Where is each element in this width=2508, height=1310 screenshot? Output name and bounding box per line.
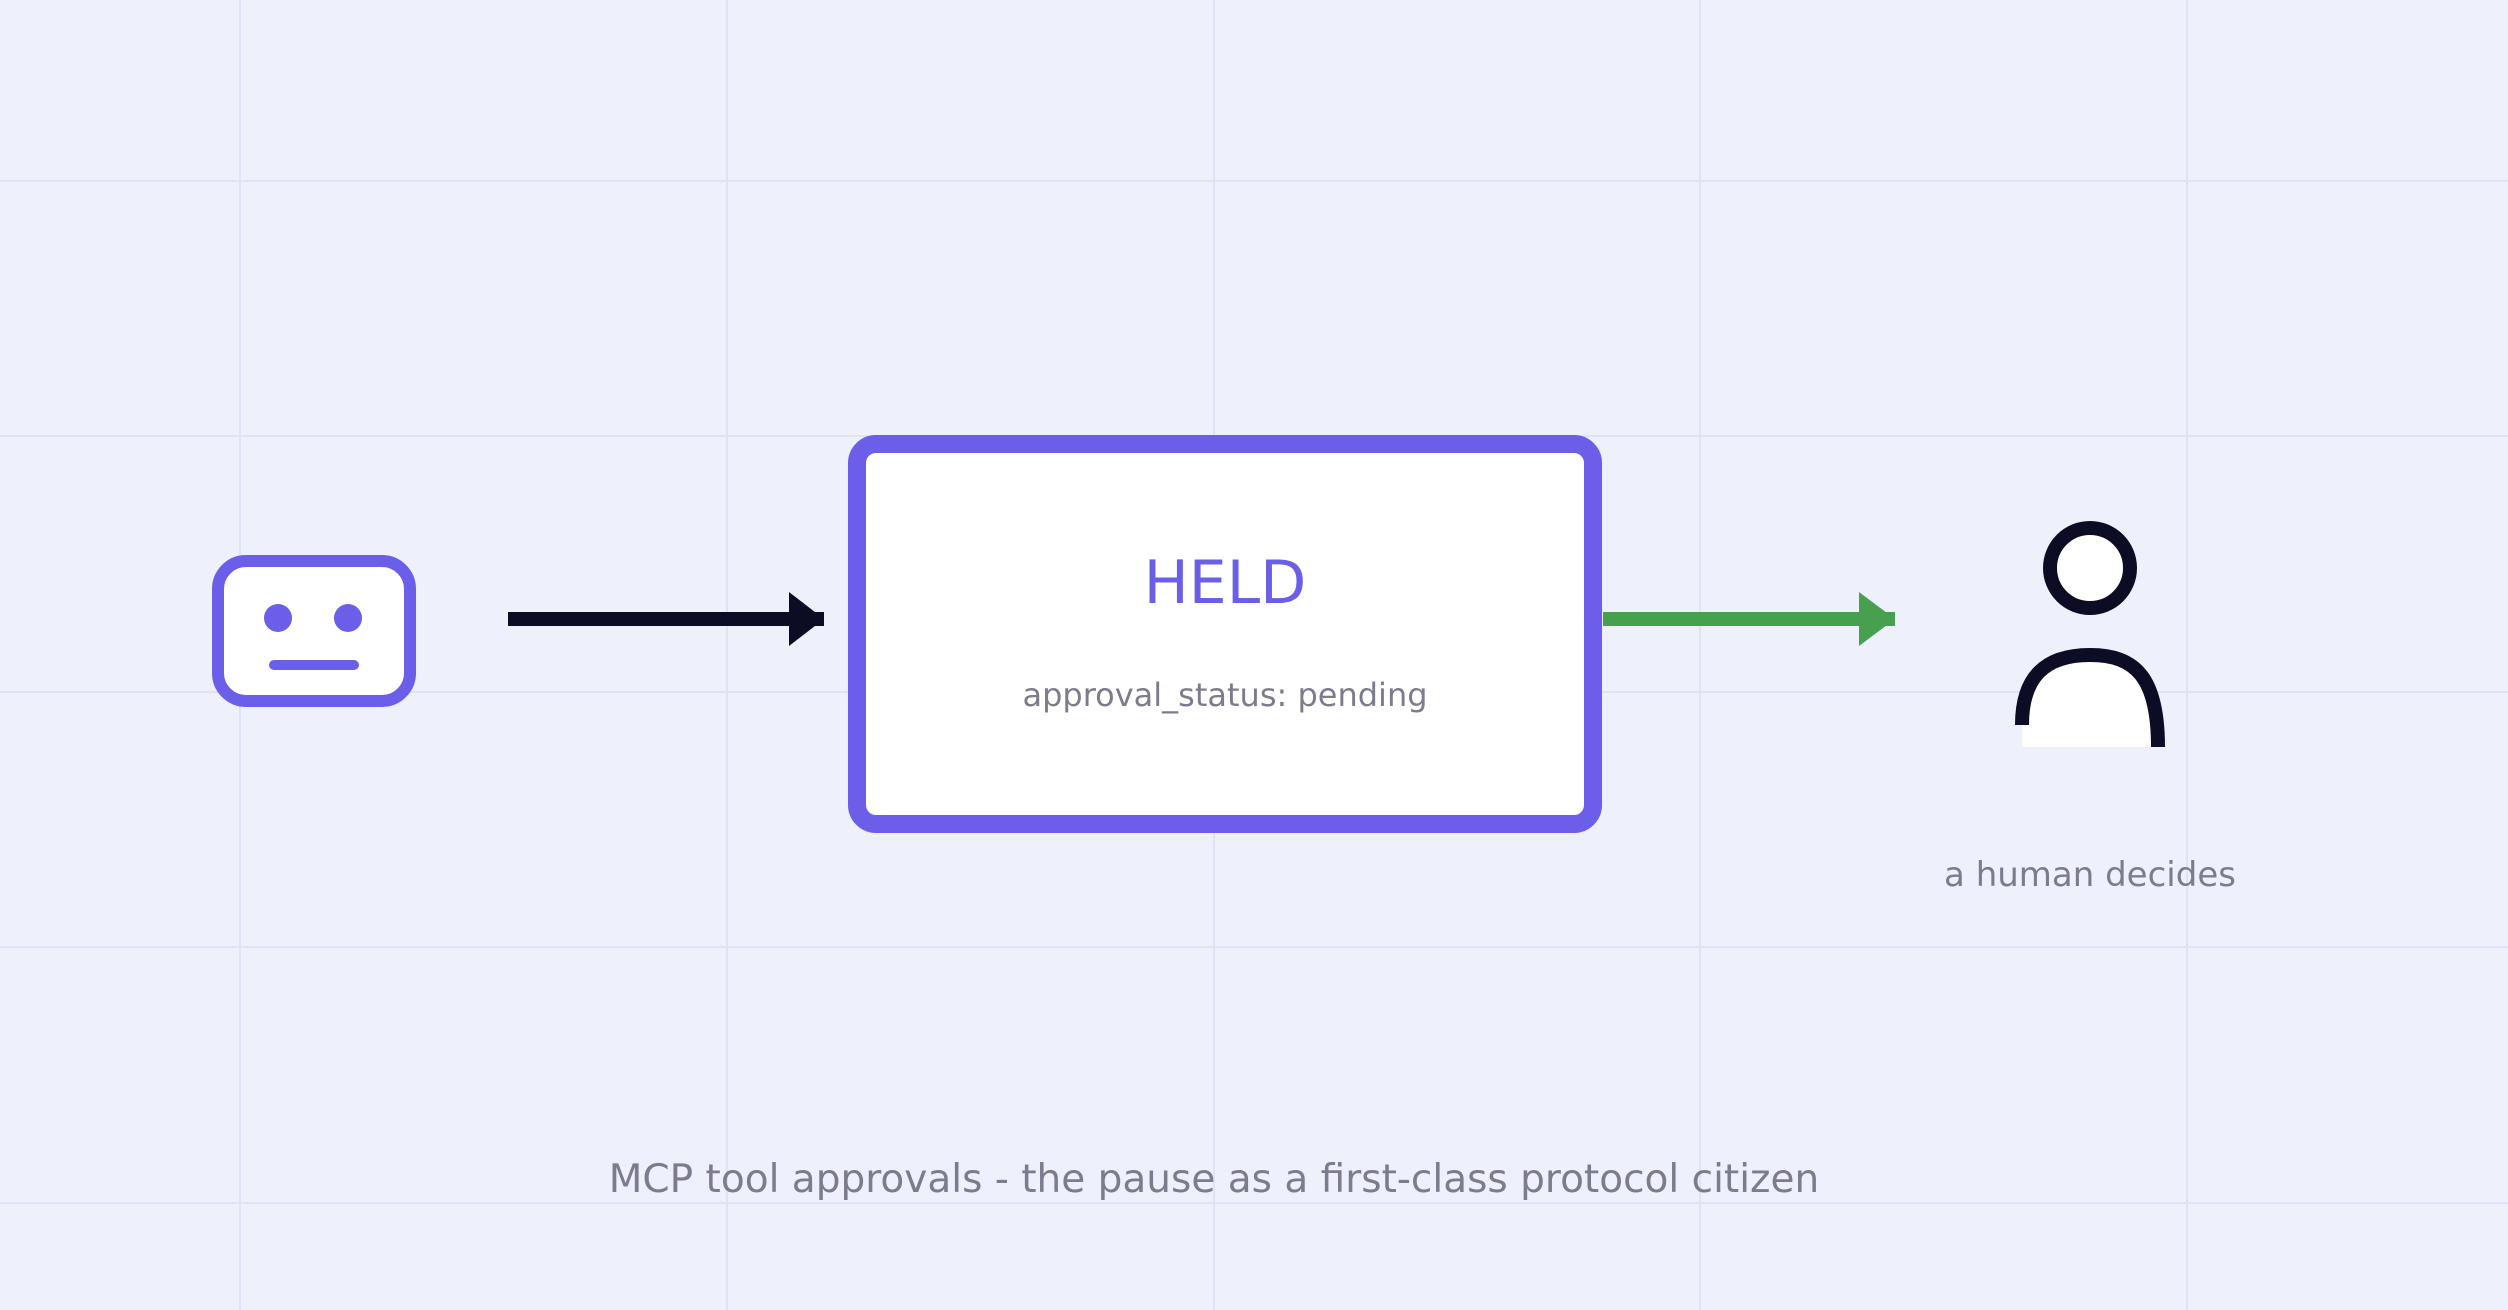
held-state-box: HELD approval_status: pending <box>848 435 1602 833</box>
diagram-caption: MCP tool approvals - the pause as a firs… <box>608 1157 1820 1202</box>
incoming-arrow-icon <box>508 592 824 646</box>
robot-face-icon <box>212 555 416 707</box>
held-title: HELD <box>1143 548 1307 618</box>
approval-status-text: approval_status: pending <box>1022 676 1428 714</box>
person-icon <box>2015 521 2165 748</box>
human-decides-label: a human decides <box>1944 855 2236 895</box>
outgoing-arrow-icon <box>1603 592 1895 646</box>
